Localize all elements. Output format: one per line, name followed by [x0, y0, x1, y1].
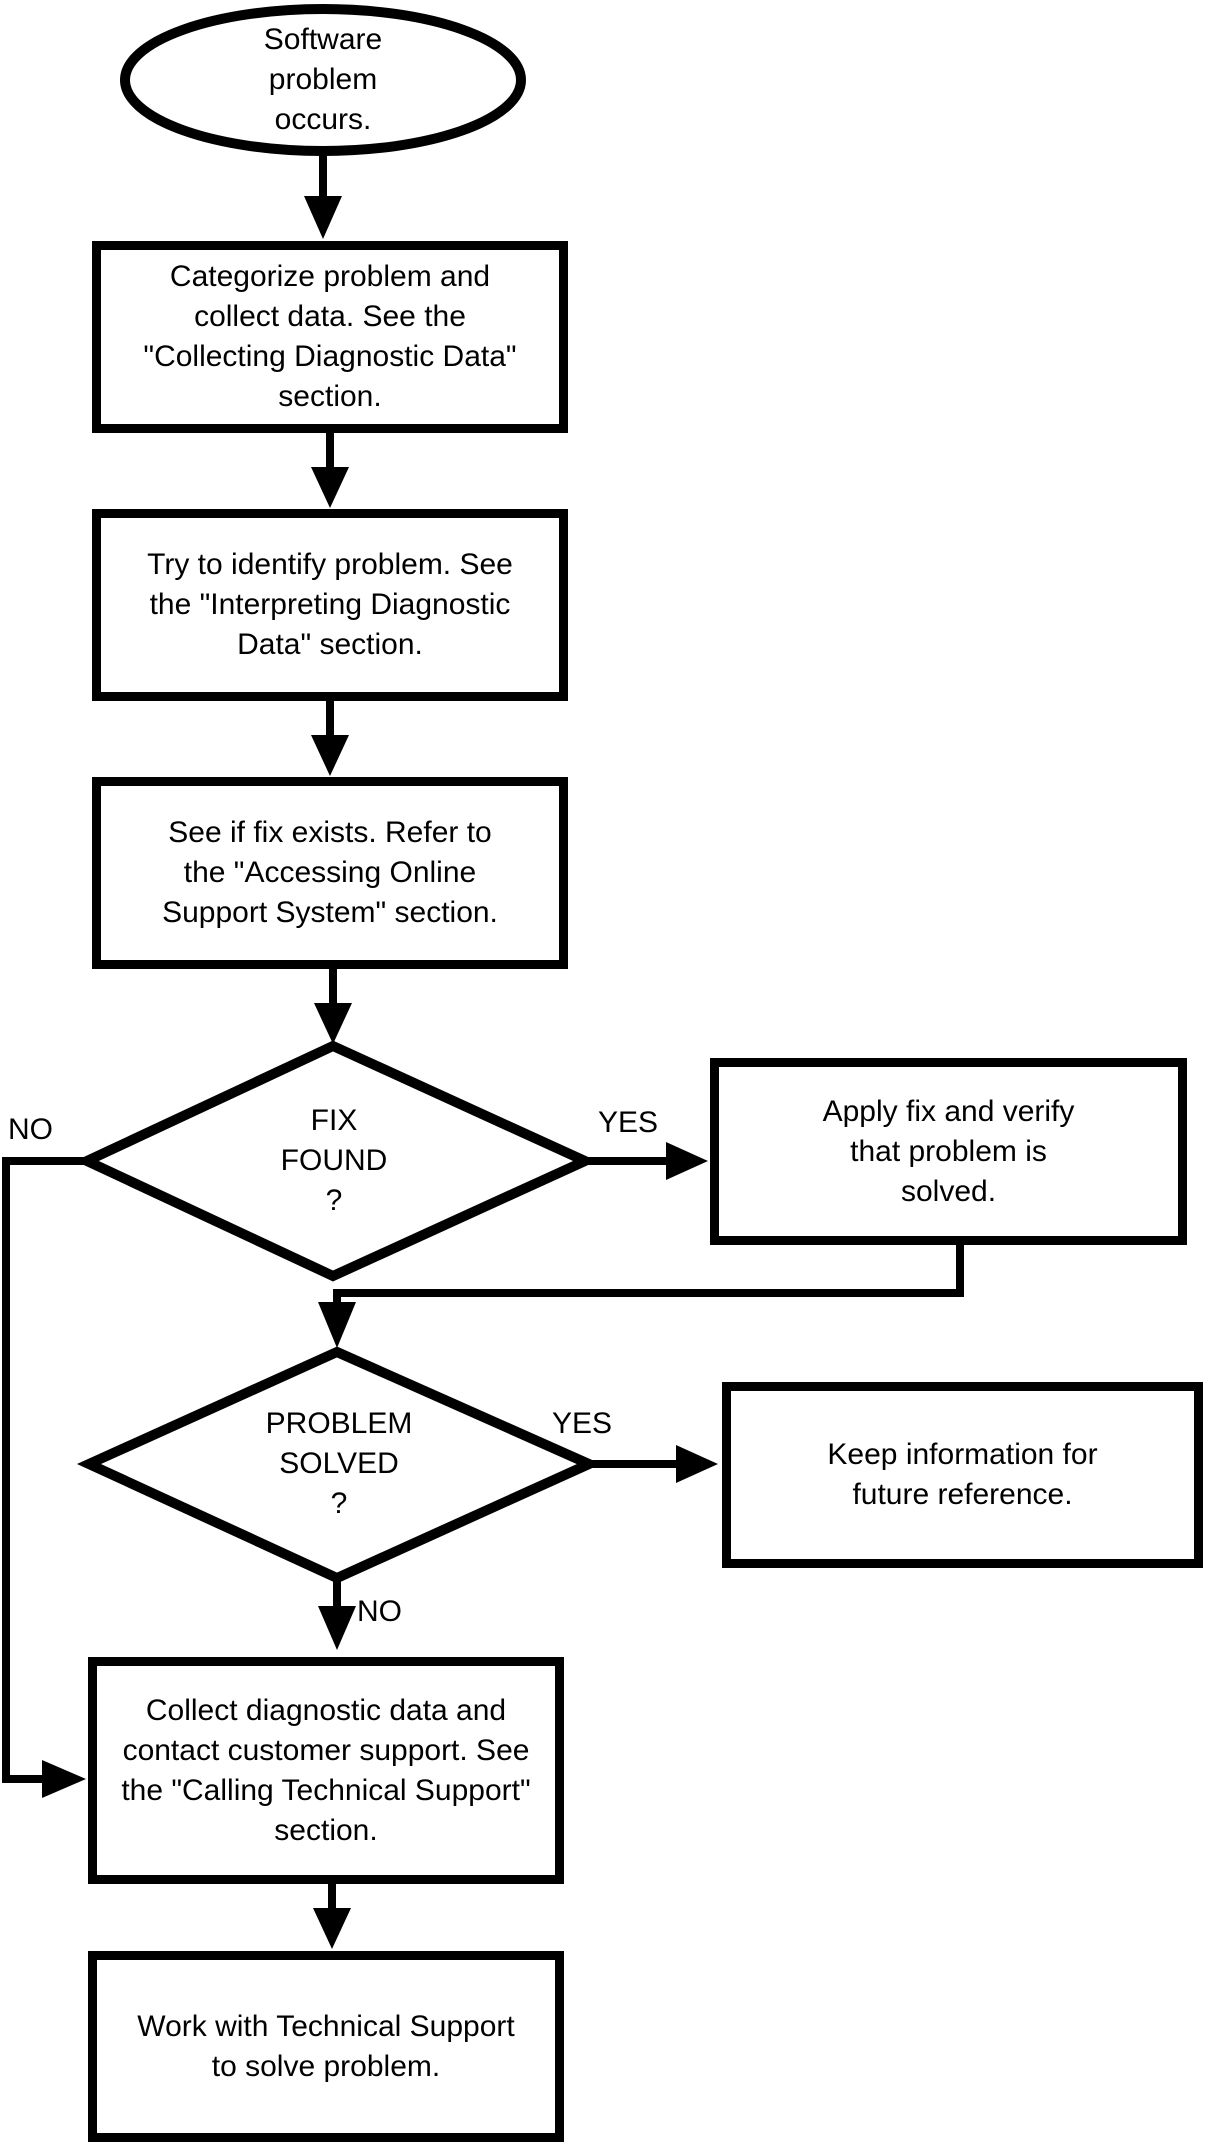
fix-found-line: FOUND [280, 1144, 388, 1177]
apply-fix-line: Apply fix and verify [822, 1094, 1075, 1128]
collect-diagnostic-line: Collect diagnostic data and [145, 1693, 507, 1727]
arrow-problemsolved-yes-head [676, 1445, 718, 1483]
problem-solved-decision-label: PROBLEM SOLVED ? [189, 1404, 489, 1524]
categorize-line: collect data. See the [194, 300, 466, 333]
identify-line: Data" section. [237, 628, 423, 661]
start-node-label: Software problem occurs. [148, 20, 498, 140]
identify-line: Try to identify problem. See [147, 548, 513, 581]
fix-found-line: FIX [310, 1104, 358, 1137]
node-see-if-fix-exists: See if fix exists. Refer to the "Accessi… [92, 777, 568, 969]
collect-diagnostic-line: section. [274, 1813, 378, 1847]
fix-exists-line: See if fix exists. Refer to [168, 816, 492, 849]
arrow-fixexists-to-fixfound-head [314, 1003, 352, 1044]
collect-diagnostic-line: contact customer support. See [122, 1733, 530, 1767]
fix-found-no-label: NO [8, 1113, 53, 1146]
arrow-start-to-categorize-head [304, 196, 342, 239]
start-line: occurs. [274, 103, 372, 136]
fix-found-diamond-shape [75, 1040, 598, 1282]
fix-found-line: ? [325, 1184, 343, 1217]
node-keep-information: Keep information for future reference. [722, 1382, 1203, 1568]
categorize-line: Categorize problem and [169, 260, 491, 293]
node-collect-diagnostic-data: Collect diagnostic data and contact cust… [88, 1657, 564, 1884]
apply-fix-line: that problem is [850, 1134, 1047, 1168]
node-work-with-support: Work with Technical Support to solve pro… [88, 1951, 564, 2142]
work-with-support-line: to solve problem. [211, 2049, 441, 2083]
fix-exists-line: Support System" section. [162, 896, 498, 929]
node-categorize-problem: Categorize problem and collect data. See… [92, 241, 568, 433]
node-identify-problem: Try to identify problem. See the "Interp… [92, 509, 568, 701]
arrow-fixfound-no-path [2, 1157, 87, 1783]
arrow-applyfix-to-problemsolved-path [333, 1241, 964, 1306]
work-with-support-line: Work with Technical Support [137, 2009, 515, 2043]
keep-info-line: Keep information for [827, 1438, 1098, 1471]
node-apply-fix: Apply fix and verify that problem is sol… [710, 1058, 1187, 1245]
problem-solved-yes-label: YES [552, 1407, 613, 1440]
problem-solved-line: PROBLEM [265, 1407, 413, 1440]
arrow-collect-to-work-head [313, 1908, 351, 1949]
start-line: Software [263, 23, 383, 56]
arrow-applyfix-to-problemsolved-head [318, 1302, 356, 1348]
problem-solved-line: ? [330, 1487, 348, 1520]
fix-found-decision-label: FIX FOUND ? [184, 1101, 484, 1221]
arrow-identify-to-fixexists-head [311, 735, 349, 776]
categorize-line: section. [278, 380, 382, 413]
categorize-line: "Collecting Diagnostic Data" [143, 340, 517, 373]
arrow-categorize-to-identify-head [311, 467, 349, 508]
arrow-fixfound-no-head [42, 1760, 86, 1798]
arrow-fixfound-yes-head [666, 1142, 708, 1180]
keep-info-line: future reference. [852, 1478, 1073, 1511]
identify-line: the "Interpreting Diagnostic [149, 588, 511, 621]
start-line: problem [268, 63, 378, 96]
arrow-problemsolved-no-head [318, 1606, 356, 1650]
collect-diagnostic-line: the "Calling Technical Support" [121, 1773, 531, 1807]
problem-solved-line: SOLVED [279, 1447, 399, 1480]
problem-solved-no-label: NO [357, 1595, 402, 1628]
apply-fix-line: solved. [900, 1174, 997, 1208]
fix-exists-line: the "Accessing Online [183, 856, 477, 889]
fix-found-yes-label: YES [598, 1106, 659, 1139]
